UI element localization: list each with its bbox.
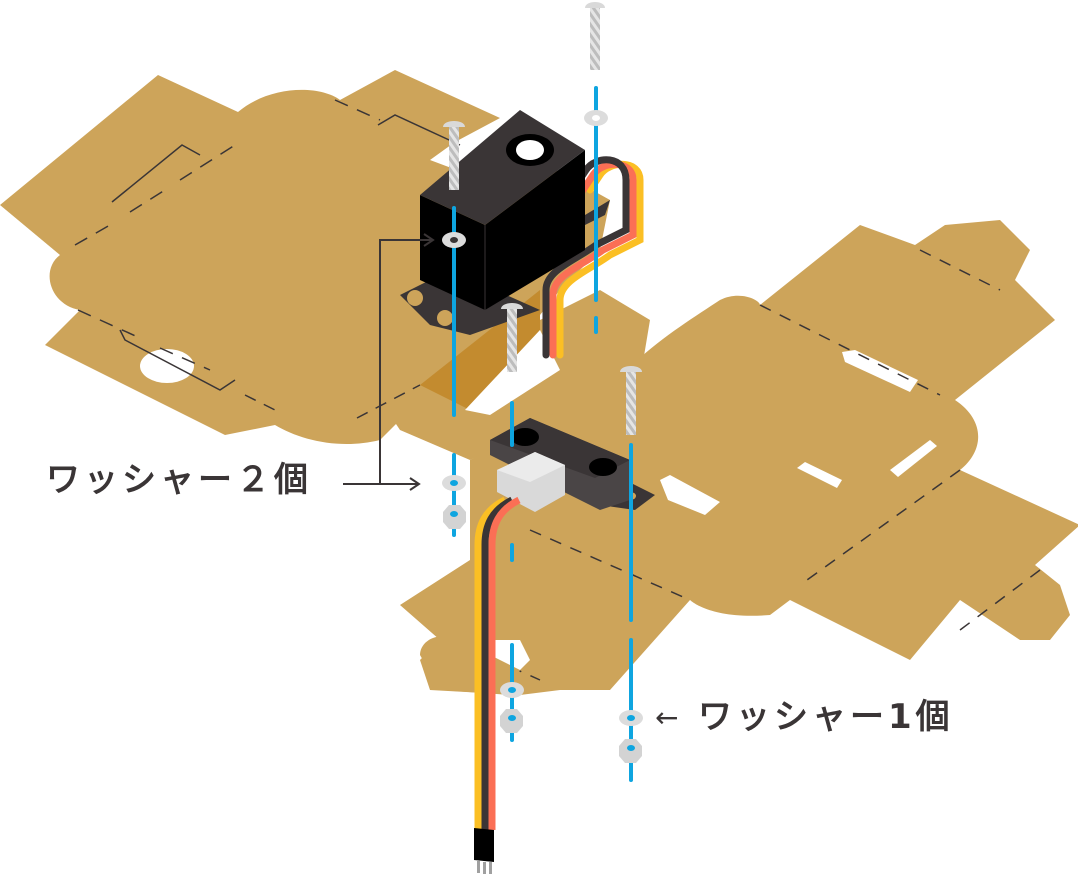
pin-header-connector [474, 828, 494, 874]
screw-icon [620, 366, 642, 435]
cardboard-slots [660, 350, 937, 515]
screws [443, 2, 642, 435]
hex-nut-icon [500, 709, 523, 733]
washer-icon [619, 710, 643, 726]
sensor-cable [474, 496, 521, 830]
callout-arrows [343, 233, 435, 491]
washer-one-label: ワッシャー1個 [698, 697, 954, 737]
servo-motor [400, 110, 610, 335]
washer-icon [442, 475, 466, 491]
screw-icon [585, 2, 605, 70]
cardboard-hole [140, 349, 194, 383]
washer-two-label: ワッシャー２個 [46, 460, 312, 500]
washer-icon [500, 682, 524, 698]
left-arrow-icon: ← [655, 701, 679, 734]
hex-nut-icon [619, 739, 642, 763]
washer-icon [442, 232, 466, 248]
washer-icon [584, 110, 608, 126]
washers [442, 110, 643, 726]
screw-icon [443, 121, 465, 190]
ir-distance-sensor [490, 418, 655, 512]
hex-nut-icon [443, 505, 466, 529]
screw-icon [501, 303, 523, 372]
nuts [443, 505, 642, 763]
